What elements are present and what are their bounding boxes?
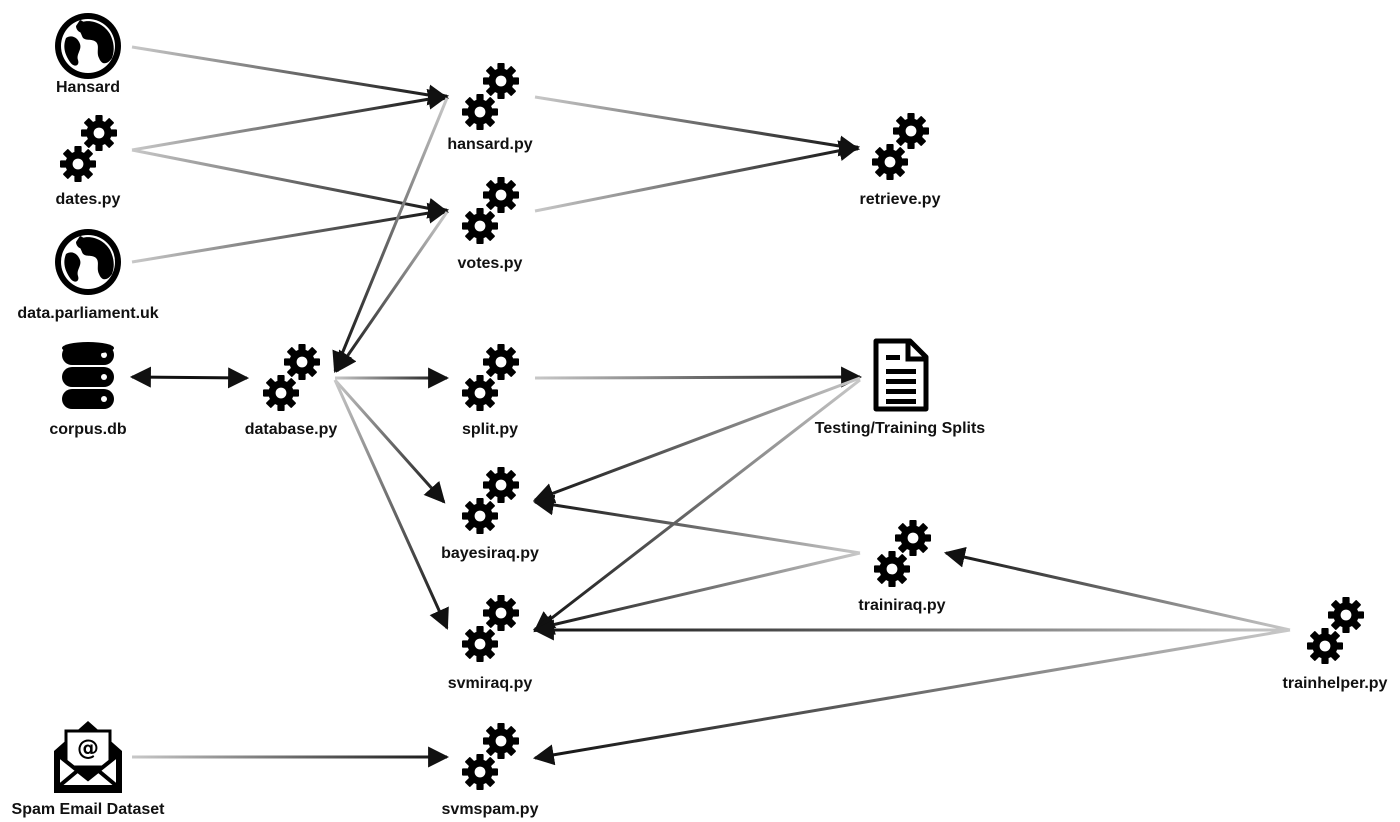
node-votes: votes.py <box>458 177 523 272</box>
edge-splits-to-svmiraq <box>533 378 861 633</box>
gears-icon <box>874 520 931 587</box>
edge-votes-to-database <box>335 211 449 373</box>
node-hansard_src: Hansard <box>55 13 121 96</box>
node-label: hansard.py <box>447 136 532 153</box>
node-svmspam: svmspam.py <box>442 723 539 818</box>
edge-trainhelper-to-trainiraq <box>943 546 1291 632</box>
edge-splits-to-bayes <box>533 376 861 504</box>
edge-trainhelper-to-svmspam <box>532 628 1291 766</box>
node-bayes: bayesiraq.py <box>441 467 539 562</box>
gears-icon <box>872 113 929 180</box>
gears-icon <box>263 344 320 411</box>
gears-icon <box>1307 597 1364 664</box>
node-spam: @ Spam Email Dataset <box>12 721 166 818</box>
node-label: corpus.db <box>49 421 127 438</box>
nodes-layer: Hansard dates.py data.parliament.uk corpus.… <box>12 13 1388 818</box>
document-icon <box>873 338 929 412</box>
globe-icon <box>55 229 121 295</box>
edge-dates-to-votes <box>131 148 450 219</box>
node-splits: Testing/Training Splits <box>815 338 985 437</box>
gears-icon <box>462 177 519 244</box>
gears-icon <box>462 63 519 130</box>
node-label: Testing/Training Splits <box>815 420 985 437</box>
globe-icon <box>55 13 121 79</box>
node-split: split.py <box>462 344 519 438</box>
gears-icon <box>462 723 519 790</box>
node-label: trainhelper.py <box>1283 675 1388 692</box>
edge-trainiraq-to-svmiraq <box>532 551 861 635</box>
node-corpus: corpus.db <box>49 342 127 438</box>
node-label: dates.py <box>56 191 121 208</box>
node-label: Hansard <box>56 79 120 96</box>
edge-hansard_src-to-hansard_py <box>131 45 450 106</box>
node-label: split.py <box>462 421 518 438</box>
edge-hansard_py-to-database <box>332 97 449 373</box>
node-dates: dates.py <box>56 115 121 208</box>
node-label: data.parliament.uk <box>17 305 158 322</box>
node-retrieve: retrieve.py <box>860 113 941 208</box>
node-trainhelper: trainhelper.py <box>1283 597 1388 692</box>
node-label: retrieve.py <box>860 191 941 208</box>
edge-votes-to-retrieve <box>534 140 861 213</box>
node-label: svmiraq.py <box>448 675 533 692</box>
email-icon: @ <box>54 721 122 793</box>
node-label: trainiraq.py <box>858 597 945 614</box>
node-hansard_py: hansard.py <box>447 63 533 153</box>
edge-corpus-to-database <box>129 366 250 389</box>
node-trainiraq: trainiraq.py <box>858 520 946 614</box>
edge-dates-to-hansard_py <box>131 88 450 152</box>
edge-trainiraq-to-bayes <box>532 494 861 555</box>
gears-icon <box>60 115 117 182</box>
node-parliament: data.parliament.uk <box>17 229 159 322</box>
edge-hansard_py-to-retrieve <box>534 95 861 157</box>
edge-parliament-to-votes <box>131 202 450 264</box>
node-database: database.py <box>245 344 338 438</box>
svg-text:@: @ <box>77 736 99 761</box>
node-label: bayesiraq.py <box>441 545 539 562</box>
gears-icon <box>462 344 519 411</box>
node-label: svmspam.py <box>442 801 539 818</box>
node-label: Spam Email Dataset <box>12 801 166 818</box>
database-icon <box>62 342 114 409</box>
edges-layer <box>129 45 1291 768</box>
gears-icon <box>462 467 519 534</box>
node-label: votes.py <box>458 255 523 272</box>
edge-database-to-bayes <box>333 379 446 504</box>
node-label: database.py <box>245 421 338 438</box>
edge-database-to-svmiraq <box>333 379 449 630</box>
node-svmiraq: svmiraq.py <box>448 595 533 692</box>
edge-split-to-splits <box>534 366 863 388</box>
gears-icon <box>462 595 519 662</box>
